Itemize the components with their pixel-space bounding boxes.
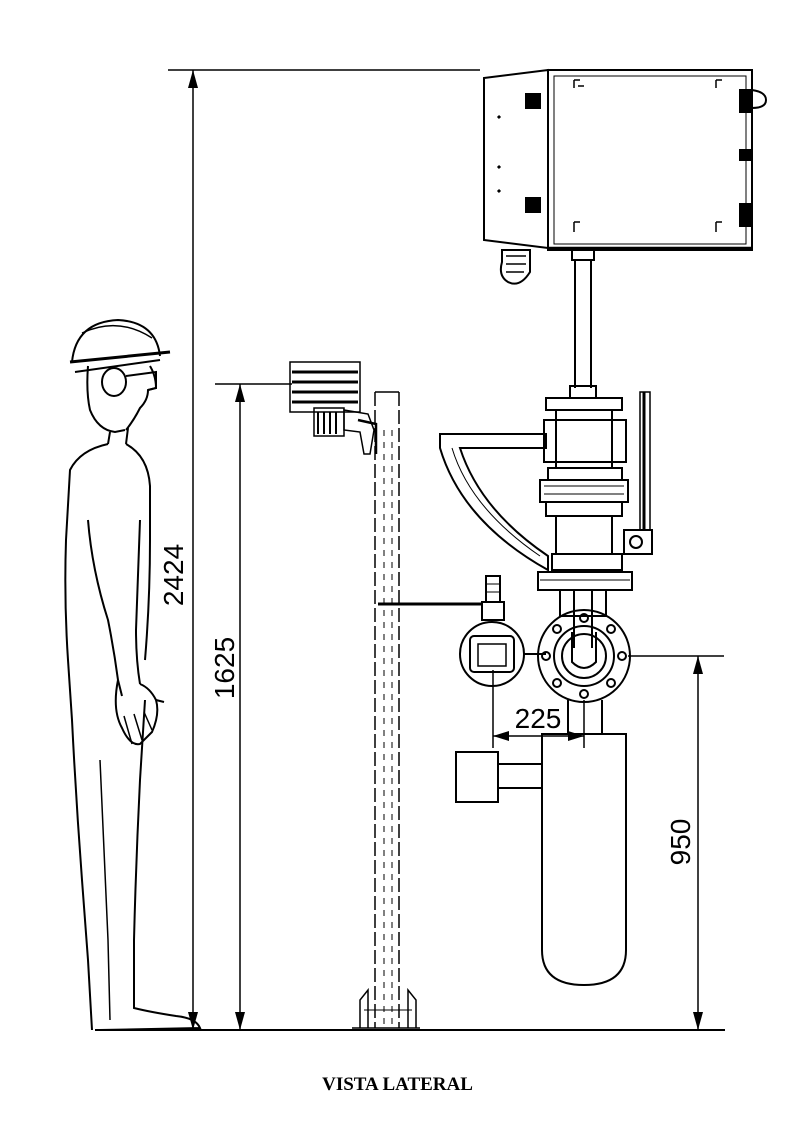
vertical-shaft: [569, 249, 597, 399]
dimension-label-1625: 1625: [209, 637, 240, 699]
person-figure: [64, 318, 202, 1031]
enclosure-box: [483, 68, 768, 285]
support-pole: [352, 391, 420, 1029]
dimension-lower-height: [628, 655, 724, 1030]
flanged-pipe: [537, 609, 631, 703]
dimension-sensor-height: [215, 383, 292, 1030]
dimension-label-950: 950: [665, 819, 696, 866]
actuator-assembly: [439, 391, 653, 648]
sensor-head: [289, 361, 378, 455]
dimension-label-225: 225: [515, 703, 562, 734]
side-instrument: [459, 575, 546, 687]
lower-tank: [455, 700, 627, 987]
dimension-total-height: [168, 69, 480, 1030]
dimension-label-2424: 2424: [158, 544, 189, 606]
view-caption: VISTA LATERAL: [322, 1074, 473, 1095]
